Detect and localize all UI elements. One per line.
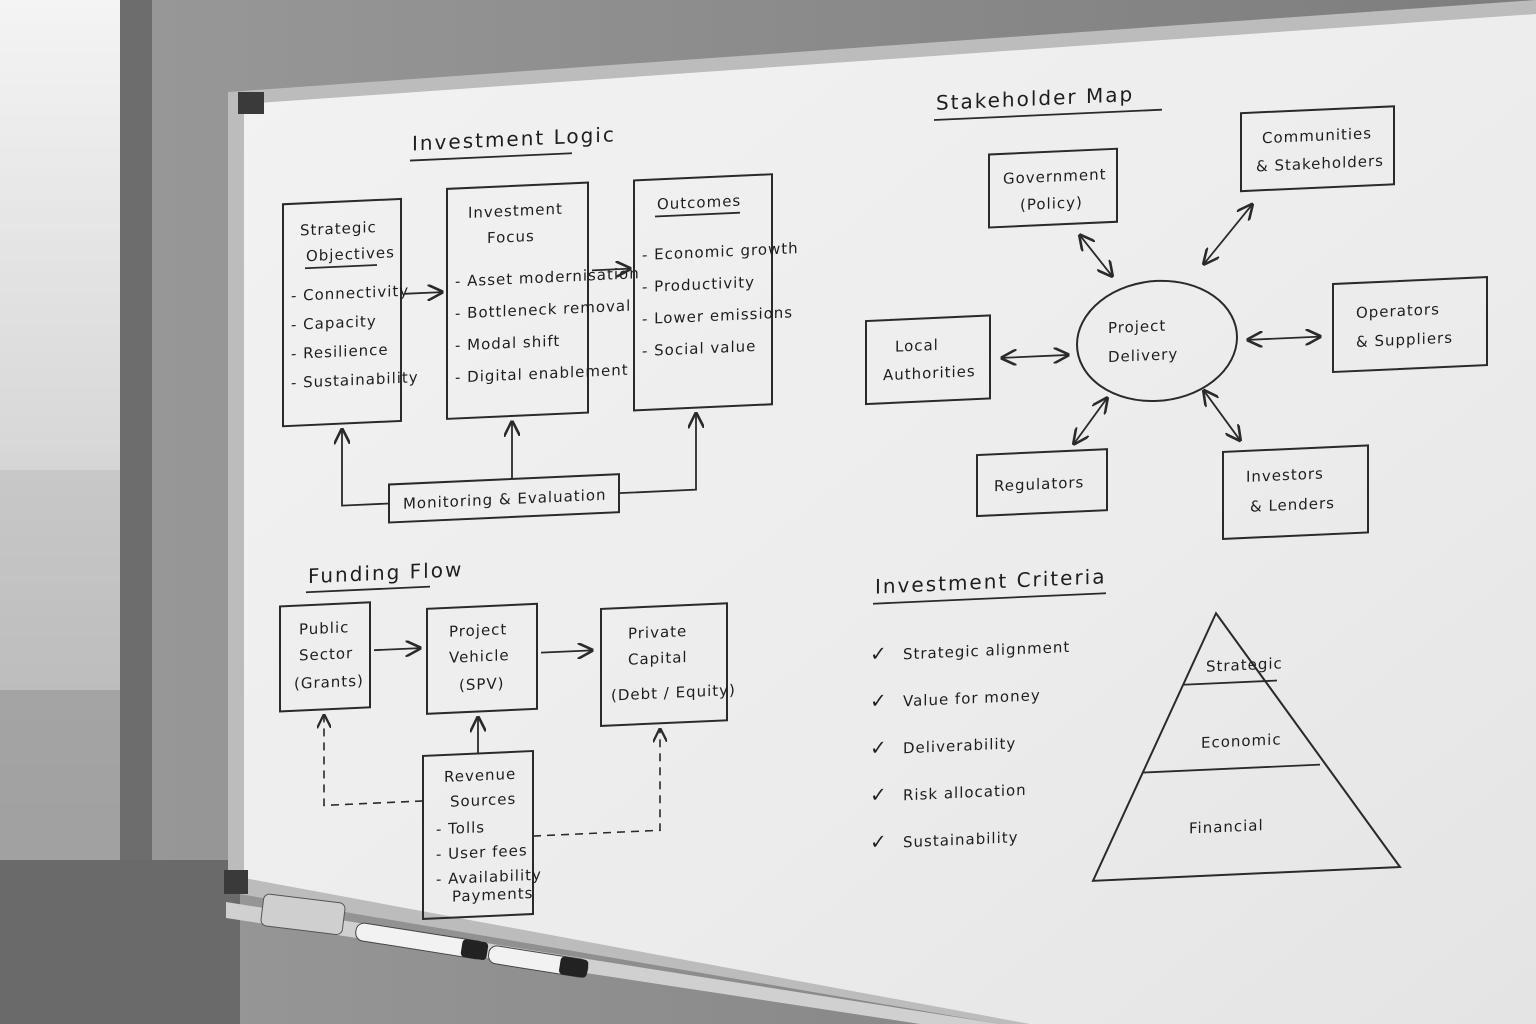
investment-criteria-underline [873, 592, 1106, 605]
public-sector-line: Sector [299, 644, 353, 664]
check-icon: ✓ [870, 688, 889, 713]
operators-box [1332, 276, 1488, 374]
dashed-arrow-revenue-to-private [533, 729, 660, 837]
funding-flow-underline [306, 585, 430, 594]
revenue-source-item: - Tolls [436, 818, 485, 838]
eraser [260, 893, 346, 936]
project-vehicle-box [426, 602, 538, 715]
project-vehicle-line: Project [449, 620, 507, 641]
link-communities [1204, 205, 1252, 264]
arrow-vehicle-to-private [541, 650, 592, 652]
arrow-monitoring-to-outcomes [619, 414, 696, 495]
communities-box [1240, 105, 1395, 193]
project-delivery-ellipse [1076, 279, 1238, 403]
local-authorities-line: Local [895, 336, 939, 356]
pyramid-divider-bottom [1143, 763, 1320, 774]
arrow-objectives-to-focus [404, 292, 442, 294]
arrow-focus-to-outcomes [592, 269, 630, 271]
local-authorities-line: Authorities [883, 362, 976, 384]
outcomes-underline [655, 211, 740, 218]
revenue-sources-title-1: Revenue [444, 765, 516, 786]
link-government [1080, 234, 1112, 277]
link-local-authorities [1002, 355, 1068, 358]
link-operators [1248, 337, 1320, 340]
strategic-objective-item: - Connectivity [291, 282, 409, 305]
strategic-objectives-title-2: Objectives [306, 243, 395, 265]
revenue-source-item: - Availability [436, 866, 542, 889]
criteria-pyramid [1091, 611, 1402, 882]
project-delivery-line: Delivery [1108, 345, 1178, 366]
project-vehicle-line: (SPV) [459, 674, 505, 694]
investors-box [1222, 444, 1369, 541]
check-icon: ✓ [870, 641, 889, 666]
marker-1 [355, 922, 489, 960]
strategic-objectives-underline [305, 264, 377, 270]
check-icon: ✓ [870, 782, 889, 807]
pyramid-level-financial: Financial [1189, 816, 1264, 837]
window-sill [0, 860, 240, 1024]
investment-focus-box [446, 181, 589, 420]
public-sector-box [279, 601, 371, 713]
investment-logic-underline [410, 152, 572, 162]
strategic-objective-item: - Resilience [291, 341, 389, 363]
arrow-monitoring-to-objectives [342, 427, 389, 507]
investment-focus-title-1: Investment [468, 200, 563, 222]
public-sector-line: (Grants) [294, 672, 364, 693]
government-box [988, 147, 1118, 229]
regulators-label: Regulators [994, 473, 1084, 495]
revenue-sources-title-2: Sources [450, 790, 516, 811]
criteria-item: Risk allocation [903, 781, 1027, 805]
private-capital-box [600, 602, 728, 727]
strategic-objectives-box [282, 197, 402, 428]
stakeholder-map-underline [934, 108, 1162, 121]
check-icon: ✓ [870, 735, 889, 760]
operators-line: Operators [1356, 300, 1440, 322]
investors-line: Investors [1246, 464, 1324, 485]
communities-line: & Stakeholders [1256, 152, 1384, 176]
check-icon: ✓ [870, 829, 889, 854]
strategic-objective-item: - Sustainability [291, 368, 419, 392]
government-line: Government [1003, 165, 1107, 188]
strategic-objectives-title-1: Strategic [300, 218, 377, 239]
strategic-objective-item: - Capacity [291, 312, 377, 334]
government-line: (Policy) [1020, 193, 1083, 214]
arrow-public-to-vehicle [374, 648, 420, 650]
investment-focus-item: - Modal shift [455, 332, 560, 355]
frame-corner-top [238, 92, 264, 114]
window-frame [120, 0, 152, 880]
pyramid-level-economic: Economic [1201, 730, 1282, 752]
outcomes-box [633, 173, 773, 412]
private-capital-line: Private [628, 622, 687, 643]
link-investors [1204, 389, 1240, 442]
investors-line: & Lenders [1250, 494, 1335, 516]
local-authorities-box [865, 314, 991, 406]
outcome-item: - Productivity [642, 273, 755, 296]
criteria-item: Sustainability [903, 828, 1019, 851]
outcomes-title: Outcomes [657, 192, 741, 214]
dashed-arrow-revenue-to-public [324, 711, 423, 807]
communities-line: Communities [1262, 124, 1372, 147]
project-vehicle-line: Vehicle [449, 646, 510, 667]
private-capital-line: (Debt / Equity) [611, 681, 736, 705]
frame-corner-bottom [224, 870, 248, 894]
investment-focus-title-2: Focus [487, 227, 535, 247]
public-sector-line: Public [299, 618, 349, 638]
pyramid-level-strategic: Strategic [1206, 654, 1283, 675]
outcome-item: - Social value [642, 337, 756, 360]
window-building [0, 690, 140, 880]
regulators-box [976, 448, 1108, 518]
marker-2 [487, 945, 589, 978]
operators-line: & Suppliers [1356, 329, 1453, 351]
revenue-source-item: Payments [452, 884, 533, 906]
link-regulators [1074, 398, 1107, 443]
project-delivery-line: Project [1108, 317, 1166, 338]
criteria-item: Deliverability [903, 734, 1016, 757]
revenue-source-item: - User fees [436, 841, 528, 863]
private-capital-line: Capital [628, 648, 688, 669]
pyramid-divider-top [1183, 679, 1277, 686]
